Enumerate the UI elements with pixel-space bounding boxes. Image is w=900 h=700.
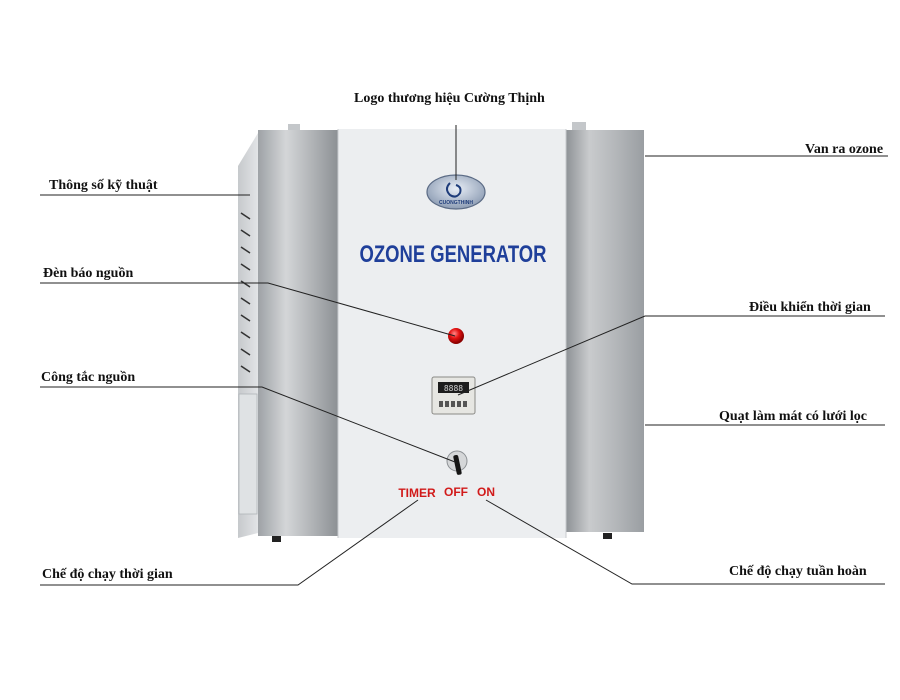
callout-cooling-fan: Quạt làm mát có lưới lọc — [719, 409, 867, 424]
spec-label-plate — [238, 393, 258, 515]
switch-label-on: ON — [477, 485, 495, 499]
left-steel-panel — [258, 130, 338, 536]
side-vents — [240, 212, 251, 373]
switch-label-off: OFF — [444, 485, 468, 499]
callout-power-switch: Công tắc nguồn — [41, 370, 136, 385]
switch-label-timer: TIMER — [398, 486, 436, 500]
timer-controller[interactable]: 8888 — [431, 376, 476, 415]
foot-right — [603, 533, 612, 539]
top-nub-right — [572, 122, 586, 131]
callout-power-light: Đèn báo nguồn — [43, 266, 134, 281]
callout-timer-control: Điều khiển thời gian — [749, 300, 871, 315]
leader-power-switch — [40, 386, 456, 463]
leader-cycle-mode — [485, 499, 885, 585]
top-nub-left — [288, 124, 300, 132]
product-title: OZONE GENERATOR — [360, 241, 547, 268]
timer-dip-switches[interactable] — [439, 401, 467, 407]
callout-cycle-mode: Chế độ chạy tuần hoàn — [729, 564, 867, 579]
brand-logo: CUONGTHINH — [426, 174, 486, 210]
timer-display — [438, 382, 469, 393]
right-steel-panel — [566, 130, 644, 532]
callout-outlet: Van ra ozone — [805, 142, 884, 157]
callout-timer-mode: Chế độ chạy thời gian — [42, 567, 173, 582]
leader-timer-mode — [40, 499, 419, 586]
timer-display-digits: 8888 — [444, 384, 463, 393]
leader-power-light — [40, 282, 456, 337]
callout-specs: Thông số kỹ thuật — [49, 178, 158, 193]
logo-text: CUONGTHINH — [439, 200, 473, 206]
leader-timer-control — [457, 315, 885, 396]
callout-logo: Logo thương hiệu Cường Thịnh — [354, 91, 545, 106]
power-indicator-light — [448, 328, 464, 344]
foot-left — [272, 536, 281, 542]
mode-switch-knob[interactable] — [446, 450, 468, 475]
